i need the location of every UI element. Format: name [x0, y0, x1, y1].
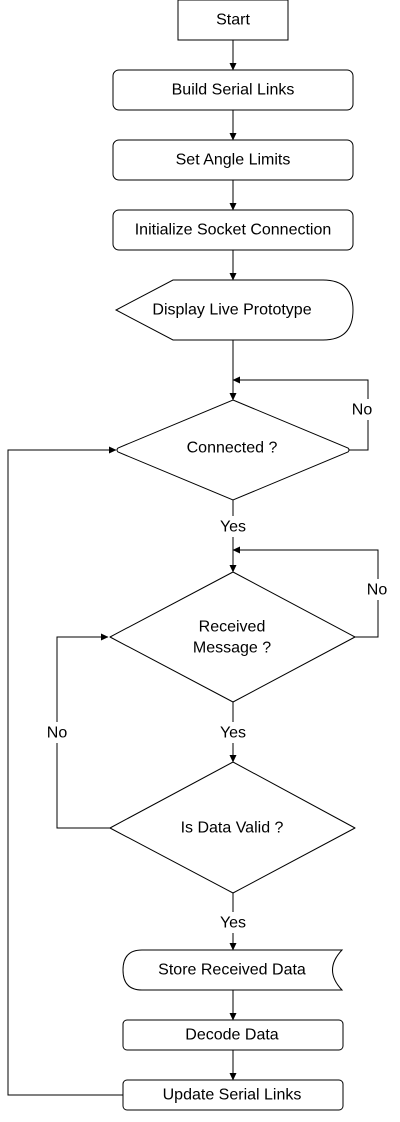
- node-init-socket: Initialize Socket Connection: [112, 209, 354, 251]
- init-socket-label: Initialize Socket Connection: [135, 222, 332, 239]
- received-yes-label: Yes: [220, 725, 246, 742]
- label-bg: [44, 722, 71, 743]
- start-label: Start: [216, 12, 250, 29]
- connected-no-label: No: [352, 402, 373, 419]
- received-label-line2: Message ?: [193, 640, 271, 657]
- node-build-serial-links: Build Serial Links: [112, 69, 354, 111]
- node-received-decision: Received Message ?: [109, 571, 356, 703]
- process-box: [112, 209, 354, 251]
- decision-diamond: [109, 761, 356, 894]
- decode-data-label: Decode Data: [185, 1027, 278, 1044]
- label-bg: [217, 722, 249, 743]
- display-prototype-label: Display Live Prototype: [152, 302, 311, 319]
- start-box: [177, 0, 289, 41]
- node-set-angle-limits: Set Angle Limits: [112, 139, 354, 181]
- connected-label: Connected ?: [187, 440, 278, 457]
- edge-update-loop-back: [7, 446, 123, 1096]
- valid-yes-label: Yes: [220, 915, 246, 932]
- process-box: [122, 1019, 344, 1051]
- decision-diamond: [109, 571, 356, 703]
- node-decode-data: Decode Data: [122, 1019, 344, 1051]
- process-box: [112, 139, 354, 181]
- set-angle-limits-label: Set Angle Limits: [176, 152, 291, 169]
- node-connected-decision: Connected ?: [116, 399, 350, 501]
- connectors: [7, 40, 379, 1096]
- node-store-data: Store Received Data: [122, 949, 344, 991]
- valid-no-label: No: [47, 725, 68, 742]
- node-data-valid-decision: Is Data Valid ?: [109, 761, 356, 894]
- store-data-label: Store Received Data: [158, 962, 306, 979]
- process-box: [112, 69, 354, 111]
- update-links-label: Update Serial Links: [163, 1087, 302, 1104]
- display-shape: [114, 279, 354, 341]
- label-bg: [217, 516, 249, 537]
- decision-diamond: [116, 399, 350, 501]
- connected-yes-label: Yes: [220, 519, 246, 536]
- received-no-label: No: [367, 582, 388, 599]
- data-valid-label: Is Data Valid ?: [181, 820, 284, 837]
- node-display-prototype: Display Live Prototype: [114, 279, 354, 341]
- build-serial-links-label: Build Serial Links: [172, 82, 295, 99]
- node-update-links: Update Serial Links: [122, 1079, 344, 1111]
- label-bg: [217, 912, 249, 933]
- label-bg: [349, 399, 376, 420]
- edge-labels: No Yes No Yes No Yes: [44, 399, 391, 933]
- node-start: Start: [177, 0, 289, 41]
- label-bg: [364, 579, 391, 600]
- process-box: [122, 1079, 344, 1111]
- received-label-line1: Received: [199, 619, 266, 636]
- stored-data-shape: [122, 949, 344, 991]
